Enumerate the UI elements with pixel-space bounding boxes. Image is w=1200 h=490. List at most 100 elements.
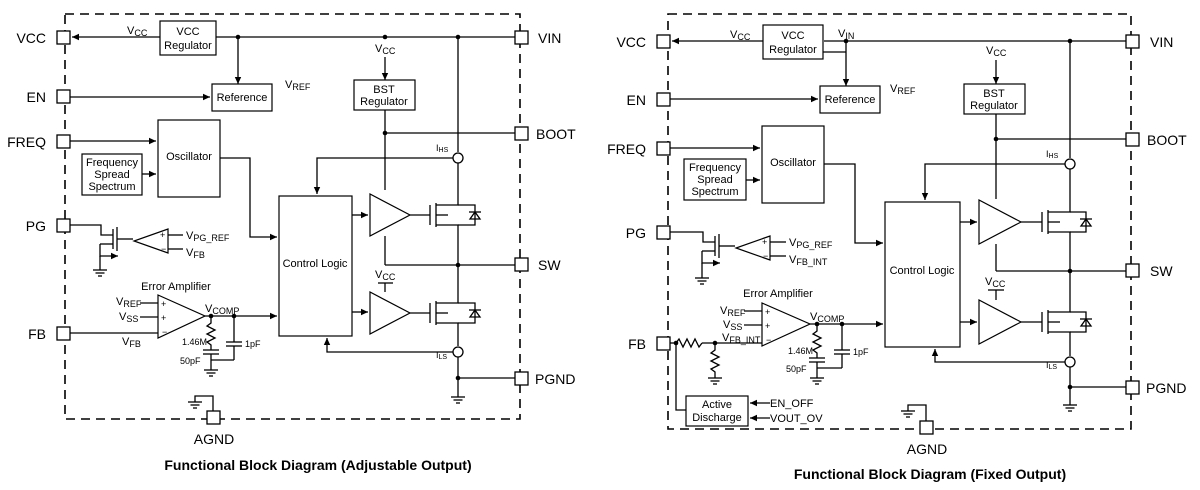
bst-vcc-label: VCC (986, 45, 1007, 58)
bst-regulator-block (963, 83, 1026, 115)
reference-label: Reference (217, 92, 268, 104)
ls-vcc-label: VCC (985, 276, 1006, 289)
ea-res-label: 1.46M (788, 346, 813, 356)
vcc-regulator-label-1: VCC (176, 26, 199, 38)
pg-comparator (132, 228, 169, 254)
ea-cap1-label: 50pF (786, 364, 807, 374)
oscillator-label: Oscillator (770, 157, 816, 169)
pin-label-en: EN (27, 89, 46, 105)
pin-vin (1125, 34, 1140, 49)
pin-label-pg: PG (626, 225, 646, 241)
pin-freq (56, 134, 71, 149)
fss-label-1: Frequency (86, 157, 138, 169)
vcomp-label: VCOMP (810, 311, 844, 324)
vref-signal-label: VREF (285, 79, 311, 92)
active-discharge-block (685, 395, 749, 427)
pin-label-sw: SW (1150, 263, 1173, 279)
ea-vref-label: VREF (720, 305, 746, 318)
svg-text:+: + (160, 230, 165, 240)
oscillator-block (157, 119, 221, 198)
pin-pgnd (1125, 380, 1140, 395)
ils-label: ILS (1046, 360, 1057, 371)
fss-label-3: Spectrum (691, 186, 738, 198)
ls-driver (978, 299, 1023, 345)
pg-comparator (734, 235, 771, 261)
pin-label-vin: VIN (1150, 34, 1173, 50)
pg-vref-label: VPG_REF (789, 237, 833, 250)
fss-label-2: Spread (94, 169, 129, 181)
oscillator-label: Oscillator (166, 151, 212, 163)
pin-label-boot: BOOT (536, 126, 576, 142)
pin-sw (1125, 263, 1140, 278)
ea-vss-label: VSS (723, 319, 742, 332)
pin-label-pg: PG (26, 218, 46, 234)
control-logic-block (884, 201, 961, 348)
pin-en (56, 89, 71, 104)
bst-regulator-label-1: BST (373, 84, 395, 96)
svg-text:−: − (161, 244, 166, 254)
hs-driver (369, 193, 412, 237)
pin-label-fb: FB (628, 336, 646, 352)
pin-label-freq: FREQ (7, 134, 46, 150)
pin-pgnd (514, 371, 529, 386)
ea-vfb-label: VFB_INT (722, 332, 761, 345)
pin-sw (514, 257, 529, 272)
svg-text:+: + (161, 299, 166, 309)
vcc-regulator-block (762, 24, 824, 60)
caption-adjustable: Functional Block Diagram (Adjustable Out… (164, 457, 471, 473)
control-logic-block (278, 195, 353, 337)
fss-block (683, 158, 747, 201)
ea-cap2-label: 1pF (853, 347, 869, 357)
vcc-signal-label: VCC (730, 29, 751, 42)
pin-boot (1125, 132, 1140, 147)
pg-vfb-label: VFB (186, 247, 205, 260)
vcc-regulator-block (159, 20, 217, 56)
reference-label: Reference (825, 94, 876, 106)
fss-label-2: Spread (697, 174, 732, 186)
pin-vcc (56, 30, 71, 45)
pin-label-freq: FREQ (607, 141, 646, 157)
fss-block (81, 153, 143, 196)
vcc-signal-label: VCC (127, 25, 148, 38)
svg-text:−: − (162, 327, 167, 337)
pin-agnd (206, 410, 221, 425)
vcc-regulator-label-2: Regulator (164, 40, 212, 52)
reference-block (211, 83, 273, 112)
bst-regulator-block (353, 79, 416, 111)
ea-cap2-label: 1pF (245, 339, 261, 349)
ls-vcc-label: VCC (375, 269, 396, 282)
vcc-regulator-label-2: Regulator (769, 44, 817, 56)
pin-pg (56, 218, 71, 233)
vcc-regulator-label-1: VCC (781, 30, 804, 42)
active-discharge-label-2: Discharge (692, 412, 742, 424)
svg-text:−: − (766, 335, 771, 345)
reference-block (819, 85, 881, 114)
bst-regulator-label-2: Regulator (970, 100, 1018, 112)
control-logic-label: Control Logic (890, 265, 955, 277)
oscillator-block (761, 125, 825, 204)
pin-label-vcc: VCC (616, 34, 646, 50)
hs-driver (978, 199, 1023, 245)
error-amplifier-title: Error Amplifier (141, 281, 211, 293)
ihs-label: IHS (436, 143, 449, 154)
diagram-adjustable-output: VCC EN FREQ PG FB VIN BOOT SW PGND AGND … (7, 13, 576, 473)
svg-text:+: + (765, 321, 770, 331)
pin-boot (514, 126, 529, 141)
vout-ov-label: VOUT_OV (770, 413, 823, 425)
ea-fb-label: VFB (122, 336, 141, 349)
active-discharge-label-1: Active (702, 399, 732, 411)
pin-agnd (919, 420, 934, 435)
pin-fb (56, 326, 71, 341)
pg-vref-label: VPG_REF (186, 230, 230, 243)
bst-regulator-label-2: Regulator (360, 96, 408, 108)
pin-label-sw: SW (538, 257, 561, 273)
pin-label-pgnd: PGND (535, 371, 575, 387)
svg-text:+: + (765, 307, 770, 317)
bst-vcc-label: VCC (375, 43, 396, 56)
pin-label-fb: FB (28, 326, 46, 342)
pg-vfb-label: VFB_INT (789, 254, 828, 267)
ea-res-label: 1.46M (182, 337, 207, 347)
error-amplifier-title: Error Amplifier (743, 288, 813, 300)
pin-fb (656, 336, 671, 351)
